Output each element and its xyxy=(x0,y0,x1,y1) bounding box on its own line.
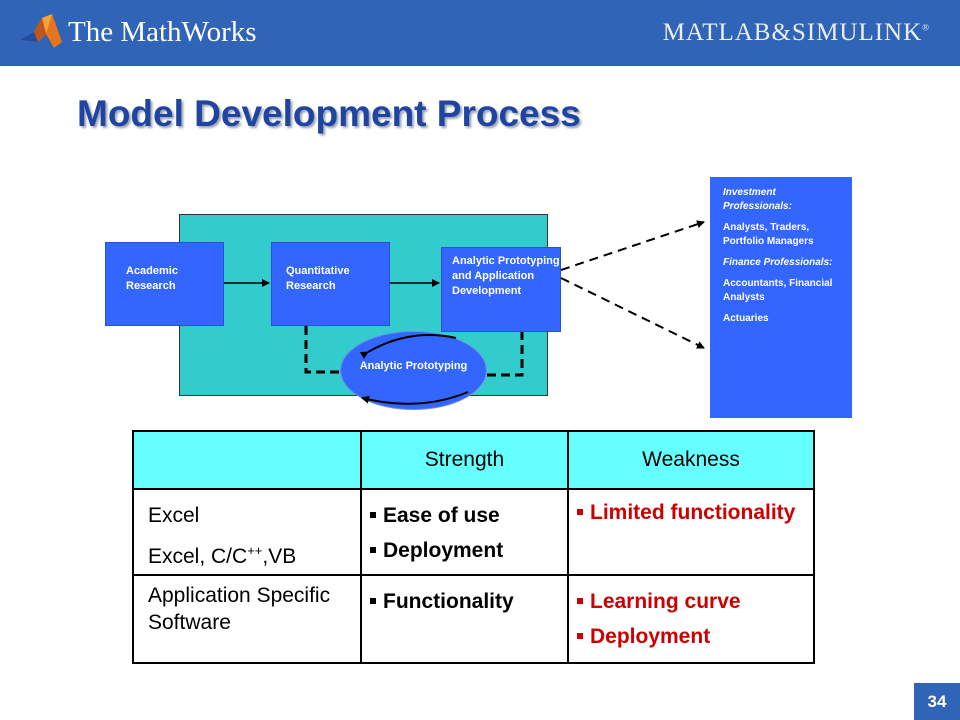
row-label: Application Specific Software xyxy=(148,584,331,634)
header-empty xyxy=(132,430,362,490)
finance-heading: Finance Professionals: xyxy=(723,257,833,268)
bullet-icon xyxy=(370,511,376,518)
dashed-arrow-upper xyxy=(560,220,705,271)
analytic-prototyping-label: Analytic Prototyping xyxy=(359,360,468,372)
professionals-panel: Investment Professionals: Analysts, Trad… xyxy=(710,177,852,418)
row-label: Excel xyxy=(148,504,200,527)
weakness-cell: Limited functionality xyxy=(567,488,815,576)
slide-title: Model Development Process xyxy=(77,93,581,134)
table-header-row: Strength Weakness xyxy=(132,430,815,490)
comparison-table: Strength Weakness Excel Excel, C/C++,VB … xyxy=(132,430,815,664)
cycle-arrow-bottom xyxy=(361,391,469,405)
row-label-cell: Application Specific Software xyxy=(132,574,362,664)
list-item: Deployment xyxy=(577,619,813,654)
actuaries-label: Actuaries xyxy=(723,313,769,324)
product-brand: MATLAB&SIMULINK® xyxy=(663,19,930,47)
bullet-icon xyxy=(577,508,583,515)
strength-cell: Functionality xyxy=(360,574,569,664)
header-weakness: Weakness xyxy=(567,430,815,490)
company-name: The MathWorks xyxy=(68,16,257,48)
analytic-development-box: Analytic Prototyping and Application Dev… xyxy=(441,247,561,332)
investment-heading: Investment Professionals: xyxy=(723,187,792,212)
row-label: Excel, C/C++,VB xyxy=(148,543,297,568)
registered-mark: ® xyxy=(922,22,930,33)
dashed-link-right xyxy=(487,332,524,377)
brand-text: MATLAB&SIMULINK xyxy=(662,19,923,46)
dashed-link-left xyxy=(304,326,340,374)
header-strength: Strength xyxy=(360,430,569,490)
weakness-cell: Learning curve Deployment xyxy=(567,574,815,664)
cycle-arrow-top xyxy=(359,334,457,359)
bullet-icon xyxy=(370,546,376,553)
academic-research-box: Academic Research xyxy=(105,242,224,326)
investment-roles: Analysts, Traders, Portfolio Managers xyxy=(723,222,814,247)
bullet-icon xyxy=(577,632,583,639)
list-item: Ease of use xyxy=(370,498,567,533)
matlab-membrane-logo-icon xyxy=(20,14,62,48)
row-label-cell: Excel Excel, C/C++,VB xyxy=(132,488,362,576)
table-row: Excel Excel, C/C++,VB Ease of use Deploy… xyxy=(132,488,815,576)
table-row: Application Specific Software Functional… xyxy=(132,574,815,664)
list-item: Limited functionality xyxy=(577,498,813,528)
company-logo: The MathWorks xyxy=(18,10,257,54)
list-item: Deployment xyxy=(370,533,567,568)
strength-cell: Ease of use Deployment xyxy=(360,488,569,576)
list-item: Learning curve xyxy=(577,584,813,619)
finance-roles: Accountants, Financial Analysts xyxy=(723,278,833,303)
list-item: Functionality xyxy=(370,584,567,619)
bullet-icon xyxy=(577,597,583,604)
quantitative-research-box: Quantitative Research xyxy=(271,242,390,326)
header-bar: The MathWorks MATLAB&SIMULINK® xyxy=(0,0,960,66)
bullet-icon xyxy=(370,597,376,604)
page-number: 34 xyxy=(914,683,960,720)
dashed-arrow-lower xyxy=(560,277,705,349)
